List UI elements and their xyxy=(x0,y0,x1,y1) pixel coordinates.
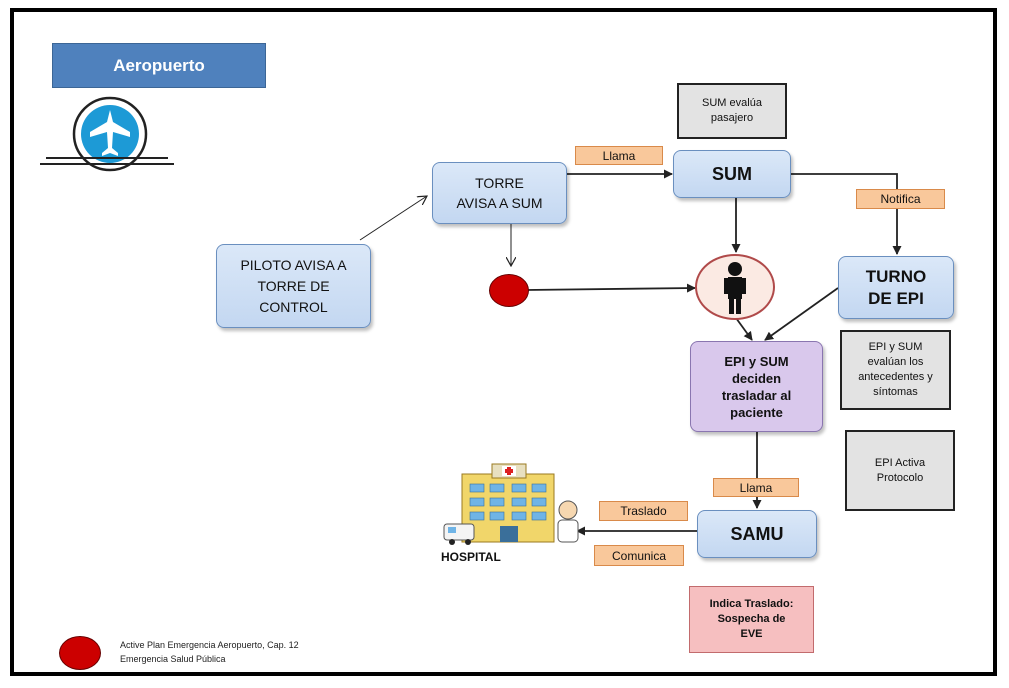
hospital-label: HOSPITAL xyxy=(441,550,501,564)
diagram-frame xyxy=(10,8,997,676)
box-epi-activa: EPI Activa Protocolo xyxy=(845,430,955,511)
label-notifica: Notifica xyxy=(856,189,945,209)
box-sum-evalua: SUM evalúa pasajero xyxy=(677,83,787,139)
arrow-person-deciden xyxy=(735,317,753,341)
box-sum: SUM xyxy=(673,150,791,198)
arrow-epi-deciden xyxy=(764,287,839,341)
page-title: Aeropuerto xyxy=(52,43,266,88)
legend-red-dot-icon xyxy=(59,636,101,670)
red-dot-icon xyxy=(489,274,529,307)
box-indica-traslado: Indica Traslado: Sospecha de EVE xyxy=(689,586,814,653)
box-samu: SAMU xyxy=(697,510,817,558)
box-piloto: PILOTO AVISA A TORRE DE CONTROL xyxy=(216,244,371,328)
arrow-sum-epi xyxy=(791,173,902,255)
label-traslado: Traslado xyxy=(599,501,688,521)
airplane-icon xyxy=(40,96,174,172)
box-turno-epi: TURNO DE EPI xyxy=(838,256,954,319)
box-epi-sum-evaluan: EPI y SUM evalúan los antecedentes y sín… xyxy=(840,330,951,410)
label-llama-samu: Llama xyxy=(713,478,799,497)
box-deciden: EPI y SUM deciden trasladar al paciente xyxy=(690,341,823,432)
arrow-dot-person xyxy=(525,283,696,293)
label-llama-torre-sum: Llama xyxy=(575,146,663,165)
person-icon xyxy=(695,254,775,320)
label-comunica: Comunica xyxy=(594,545,684,566)
arrow-piloto-torre xyxy=(359,196,427,241)
hospital-icon xyxy=(443,463,579,545)
box-torre: TORRE AVISA A SUM xyxy=(432,162,567,224)
legend-text: Active Plan Emergencia Aeropuerto, Cap. … xyxy=(120,640,299,664)
